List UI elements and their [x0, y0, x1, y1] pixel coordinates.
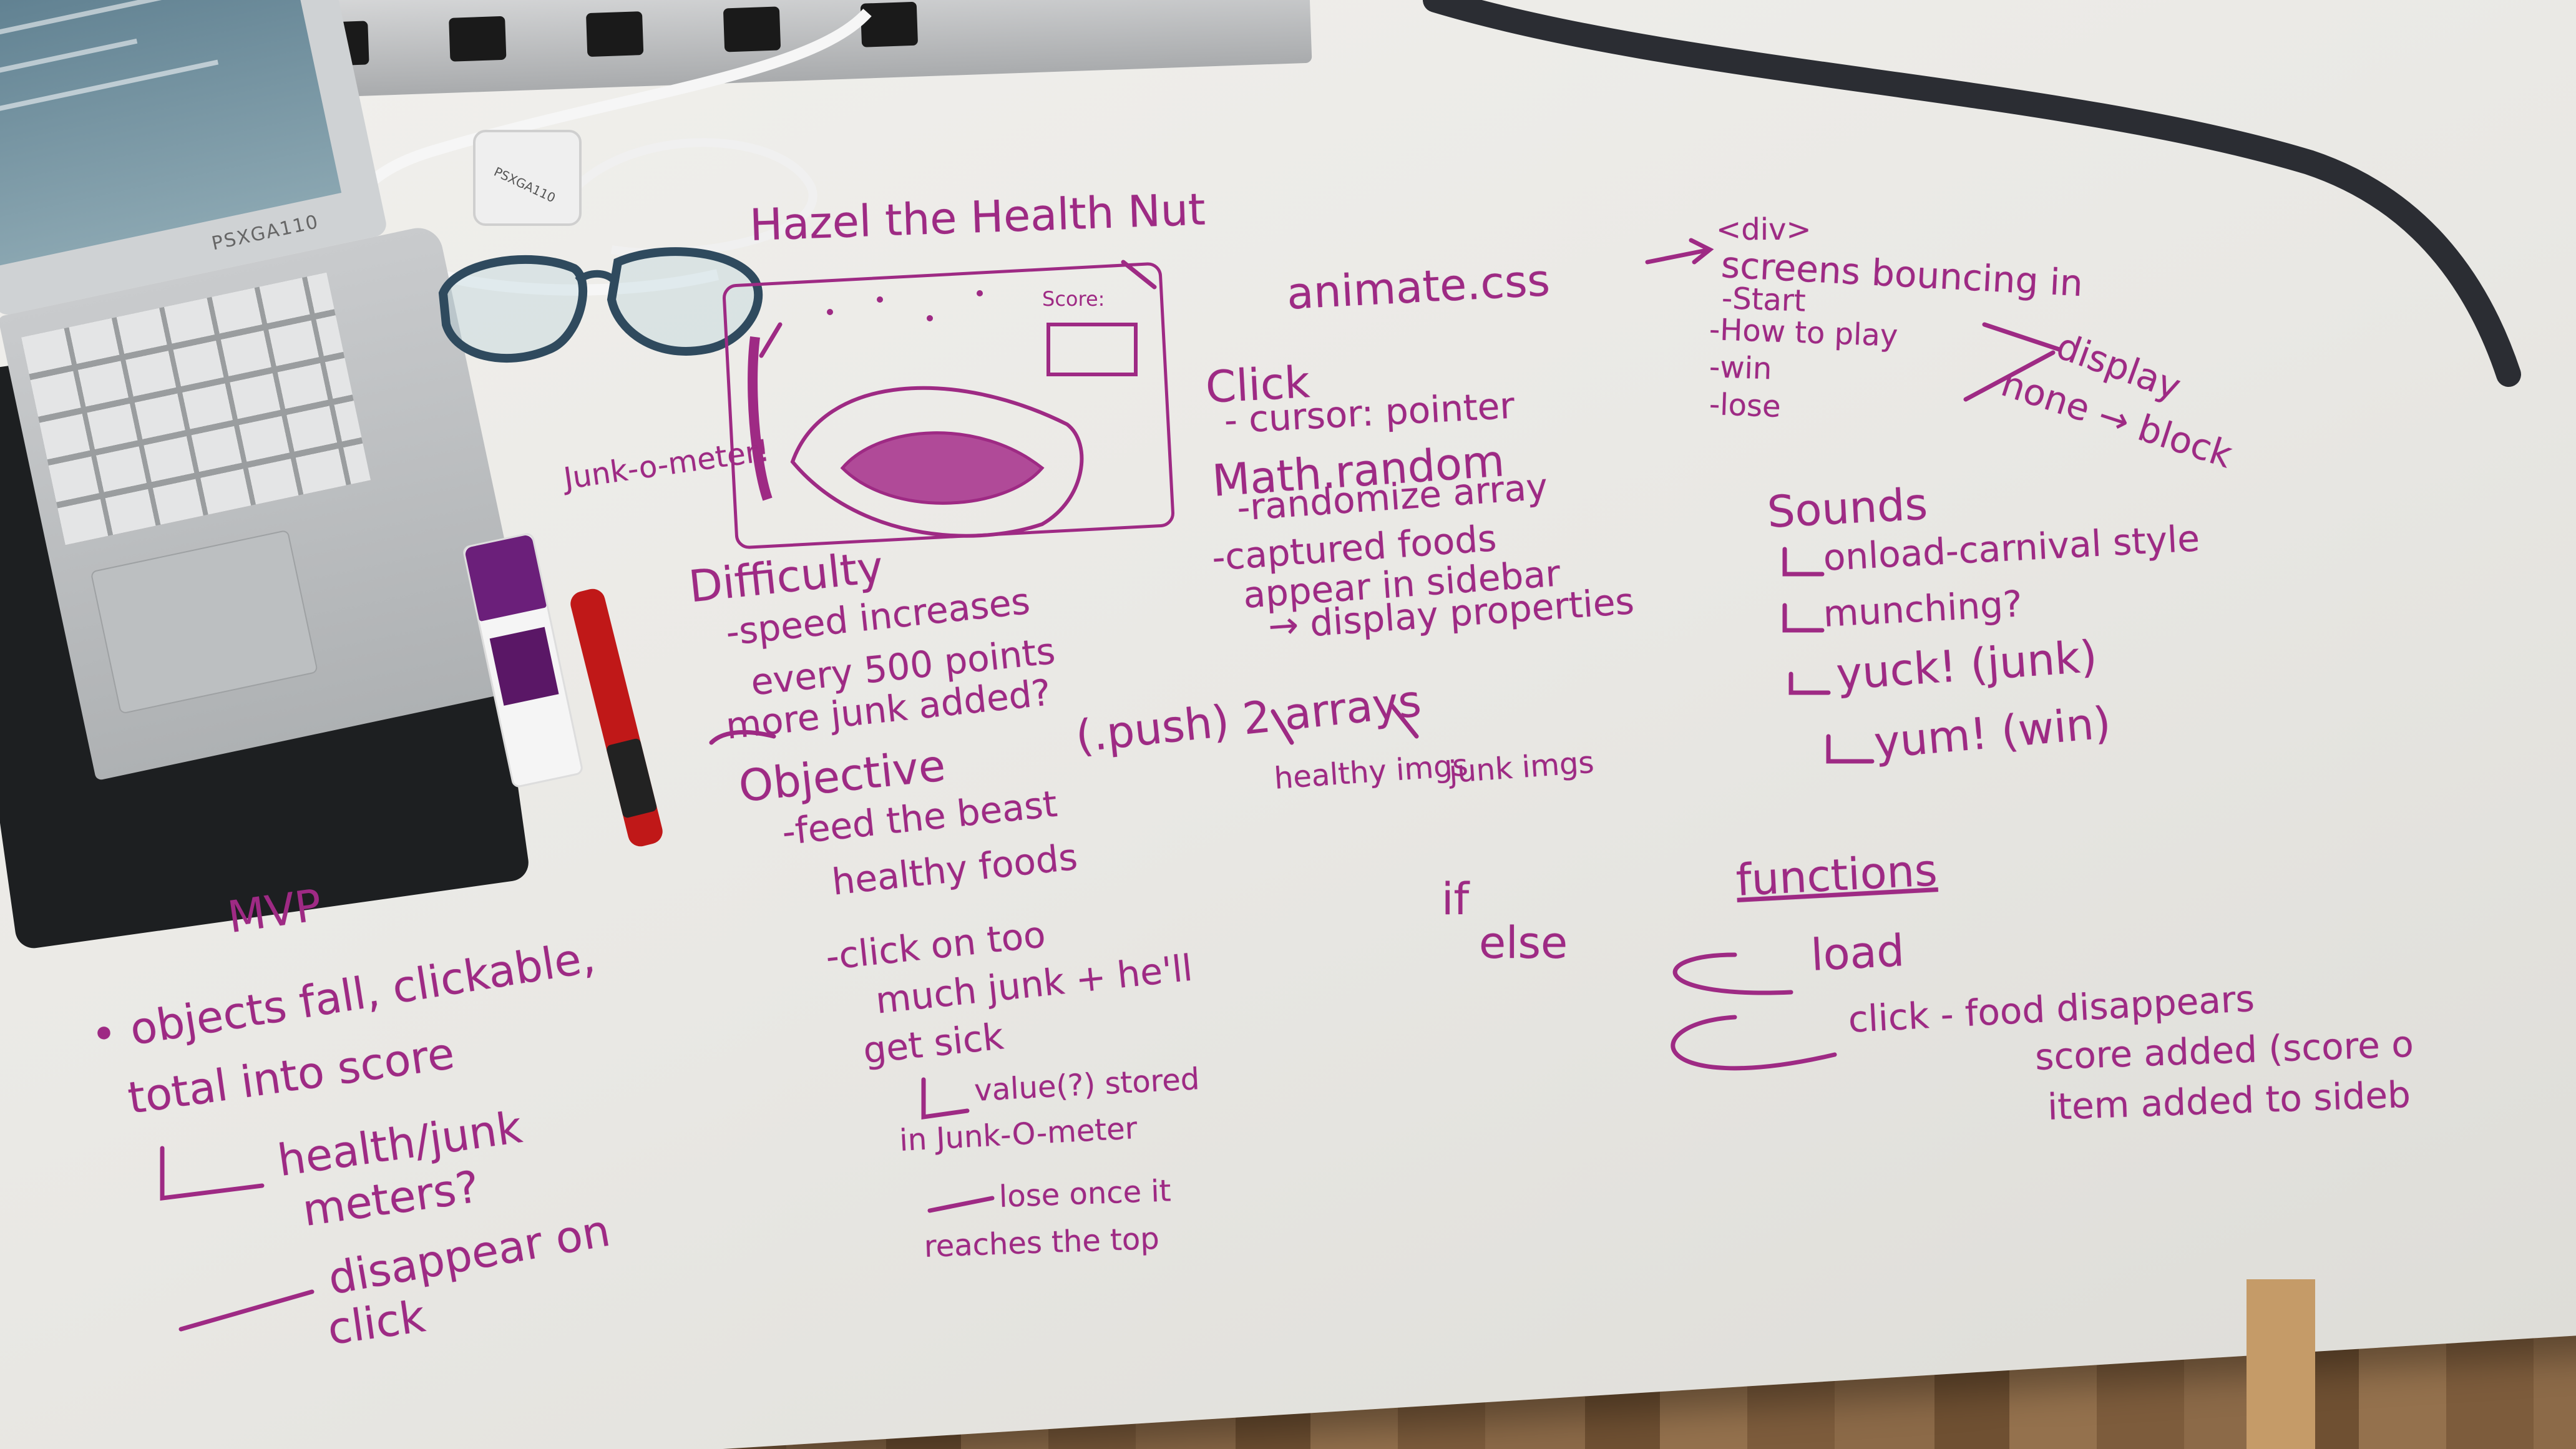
div-label: <div>: [1716, 212, 1812, 247]
game-sketch: Score:: [723, 262, 1174, 549]
score-label: Score:: [1042, 287, 1105, 311]
if-label: if: [1442, 874, 1470, 925]
else-label: else: [1479, 917, 1568, 968]
desk-leg: [2247, 1279, 2315, 1449]
glasses-icon: [438, 247, 763, 363]
